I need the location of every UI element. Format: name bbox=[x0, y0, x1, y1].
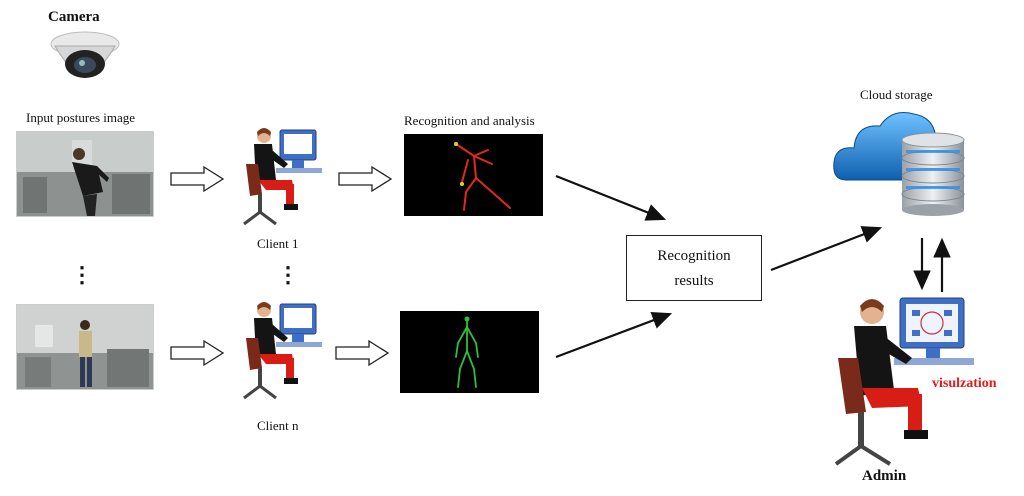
clients-ellipsis: ⋮ bbox=[277, 262, 299, 287]
client-n-label: Client n bbox=[257, 418, 299, 433]
input-postures-label: Input postures image bbox=[26, 110, 136, 125]
skeleton-panel-top bbox=[404, 134, 543, 216]
recognition-results-box: Recognition results bbox=[626, 235, 762, 301]
client-1-label: Client 1 bbox=[257, 236, 299, 251]
cloud-storage-icon bbox=[833, 112, 965, 216]
client-computer-icon bbox=[243, 302, 322, 400]
admin-computer-icon bbox=[834, 297, 974, 466]
arrow-right-icon bbox=[338, 165, 393, 193]
cloud-storage-label: Cloud storage bbox=[860, 87, 933, 102]
recognition-results-line1: Recognition bbox=[657, 248, 731, 264]
recognition-results-line2: results bbox=[674, 273, 714, 289]
visualization-label: visulzation bbox=[932, 376, 997, 391]
photos-ellipsis: ⋮ bbox=[71, 262, 93, 287]
camera-icon bbox=[50, 31, 120, 78]
arrow-right-icon bbox=[335, 339, 390, 367]
arrow-right-icon bbox=[170, 165, 225, 193]
admin-label: Admin bbox=[862, 468, 907, 484]
client-computer-icon bbox=[243, 128, 322, 226]
camera-label: Camera bbox=[48, 9, 100, 25]
posture-photo-1 bbox=[16, 131, 154, 217]
recognition-analysis-label: Recognition and analysis bbox=[404, 113, 535, 128]
skeleton-panel-bottom bbox=[400, 311, 539, 393]
arrow-right-icon bbox=[170, 339, 225, 367]
posture-photo-n bbox=[16, 304, 154, 390]
